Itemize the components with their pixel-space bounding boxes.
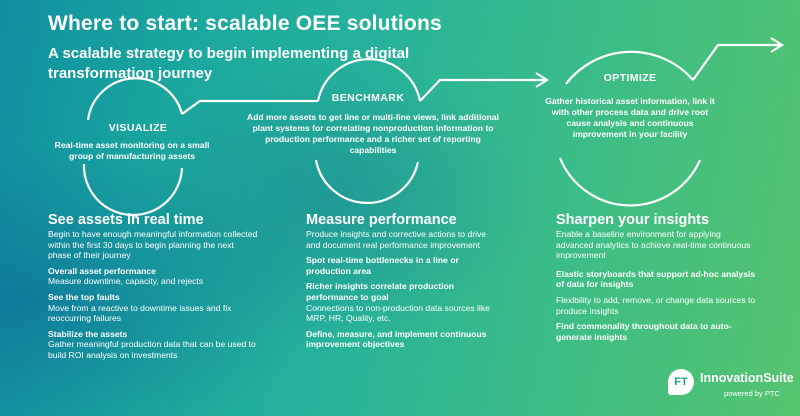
item-text: Move from a reactive to downtime issues … bbox=[48, 302, 232, 324]
item-title: Define, measure, and implement continuou… bbox=[306, 328, 487, 350]
item-text: Flexibility to add, remove, or change da… bbox=[556, 294, 756, 316]
column-lead-measure-performance: Produce insights and corrective actions … bbox=[306, 229, 487, 250]
connector-benchmark-optimize bbox=[419, 78, 545, 102]
item-title: Find commonality throughout data to auto… bbox=[556, 321, 732, 342]
column-heading-measure-performance: Measure performance bbox=[306, 212, 457, 228]
stage-label-benchmark: BENCHMARK bbox=[331, 92, 405, 104]
column-heading-see-assets: See assets in real time bbox=[48, 212, 204, 228]
optimize-arc-top bbox=[565, 50, 694, 85]
stage-description-optimize: Gather historical asset information, lin… bbox=[545, 96, 715, 139]
item-title: See the top faults bbox=[48, 291, 120, 302]
page-title: Where to start: scalable OEE solutions bbox=[48, 12, 442, 35]
item-text: Measure downtime, capacity, and rejects bbox=[48, 276, 204, 287]
item-title: Spot real-time bottlenecks in a line or … bbox=[306, 255, 459, 276]
item-title: Stabilize the assets bbox=[48, 328, 128, 339]
benchmark-arc-bottom bbox=[314, 159, 420, 204]
ft-logo-icon: FT bbox=[668, 369, 694, 395]
item-text: Connections to non-production data sourc… bbox=[306, 302, 490, 324]
benchmark-arc-top bbox=[316, 58, 422, 102]
arrow-head-optimize bbox=[535, 72, 550, 88]
item-text: Gather meaningful production data that c… bbox=[48, 339, 256, 360]
column-heading-sharpen-insights: Sharpen your insights bbox=[556, 212, 710, 228]
item-title: Richer insights correlate production per… bbox=[306, 281, 455, 302]
list-item: Spot real-time bottlenecks in a line or … bbox=[306, 255, 496, 276]
optimize-arc-bottom bbox=[558, 157, 702, 207]
connector-visualize-benchmark bbox=[181, 99, 318, 115]
list-item: Stabilize the assets Gather meaningful p… bbox=[48, 329, 258, 361]
connector-optimize-end bbox=[692, 43, 780, 81]
arrow-head-end bbox=[770, 37, 785, 53]
visualize-arc-bottom bbox=[82, 163, 184, 217]
list-item: Find commonality throughout data to auto… bbox=[556, 321, 756, 342]
column-lead-sharpen-insights: Enable a baseline environment for applyi… bbox=[556, 229, 751, 261]
list-item: Flexibility to add, remove, or change da… bbox=[556, 295, 756, 316]
stage-label-visualize: VISUALIZE bbox=[108, 122, 168, 134]
page-subtitle: A scalable strategy to begin implementin… bbox=[48, 45, 410, 82]
column-lead-see-assets: Begin to have enough meaningful informat… bbox=[48, 229, 258, 261]
visualize-arc-top bbox=[86, 77, 184, 121]
list-item: Overall asset performance Measure downti… bbox=[48, 266, 258, 287]
column-see-assets: See assets in real time Begin to have en… bbox=[48, 212, 258, 366]
list-item: Richer insights correlate production per… bbox=[306, 281, 496, 323]
item-title: Elastic storyboards that support ad-hoc … bbox=[556, 268, 756, 290]
innovationsuite-logo: FT InnovationSuite powered by PTC bbox=[668, 367, 796, 407]
column-measure-performance: Measure performance Produce insights and… bbox=[306, 212, 496, 355]
list-item: See the top faults Move from a reactive … bbox=[48, 292, 258, 324]
logo-powered-by: powered by PTC bbox=[724, 389, 780, 398]
list-item: Define, measure, and implement continuou… bbox=[306, 329, 496, 350]
stage-description-visualize: Real-time asset monitoring on a small gr… bbox=[54, 140, 210, 161]
item-title: Overall asset performance bbox=[48, 265, 156, 276]
list-item: Elastic storyboards that support ad-hoc … bbox=[556, 269, 756, 290]
column-sharpen-insights: Sharpen your insights Enable a baseline … bbox=[556, 212, 756, 347]
logo-name: InnovationSuite bbox=[700, 371, 794, 385]
stage-label-optimize: OPTIMIZE bbox=[603, 72, 657, 84]
stage-description-benchmark: Add more assets to get line or multi-lin… bbox=[246, 112, 500, 155]
